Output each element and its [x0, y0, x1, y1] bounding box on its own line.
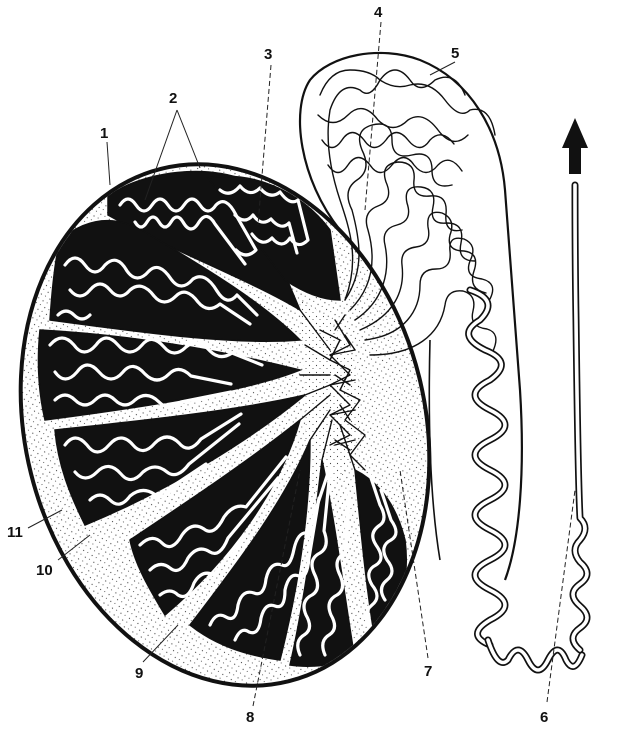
efferent-ductules: [317, 69, 497, 356]
epididymis: [298, 51, 591, 674]
seminiferous-tubules: [48, 184, 398, 657]
label-4: 4: [374, 4, 383, 21]
ductus-deferens: [562, 118, 591, 654]
epididymis-head-outline: [298, 51, 523, 581]
label-6: 6: [540, 709, 548, 726]
epididymis-inner-outline: [428, 339, 441, 561]
testis: [18, 162, 432, 688]
label-3: 3: [264, 46, 272, 63]
testis-lobules: [37, 170, 407, 667]
label-9: 9: [135, 665, 143, 682]
label-5: 5: [451, 45, 459, 62]
label-11: 11: [7, 524, 23, 541]
rete-testis: [319, 314, 366, 471]
label-7: 7: [424, 663, 432, 680]
labels: 1 2 3 4 5 6 7 8 9 10 11: [7, 4, 548, 726]
up-arrow-icon: [562, 118, 588, 174]
leader-lines: [27, 21, 576, 707]
lobule: [129, 417, 302, 617]
label-10: 10: [36, 562, 53, 579]
label-2: 2: [169, 90, 177, 107]
lobule: [54, 394, 306, 526]
label-8: 8: [246, 709, 254, 726]
epididymis-body: [465, 286, 586, 674]
lobule: [49, 219, 302, 343]
label-1: 1: [100, 125, 108, 142]
